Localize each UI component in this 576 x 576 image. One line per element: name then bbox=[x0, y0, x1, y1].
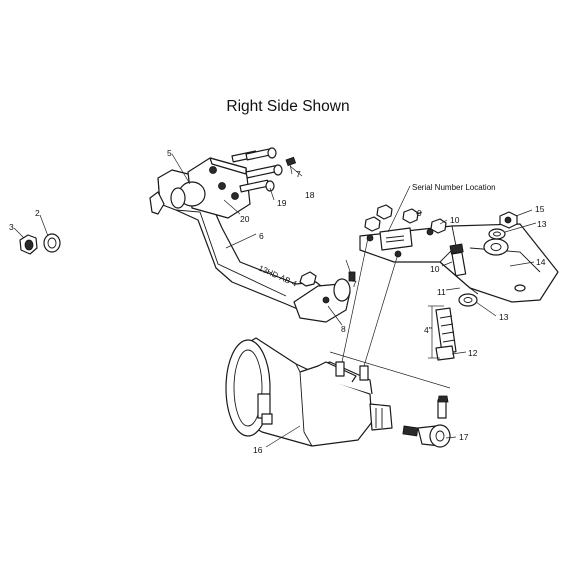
part-3-hex-nut bbox=[19, 234, 38, 255]
callout-9: 9 bbox=[417, 208, 422, 218]
part-2-washer bbox=[43, 233, 61, 253]
callout-13-lower: 13 bbox=[499, 312, 509, 322]
part-15-nut bbox=[499, 211, 518, 229]
part-12-threaded-rod bbox=[435, 307, 457, 361]
dimension-label: 4" bbox=[424, 325, 432, 335]
stud-line-2 bbox=[363, 253, 399, 367]
part-18-bolts bbox=[231, 147, 297, 193]
callout-15: 15 bbox=[535, 204, 545, 214]
callout-8: 8 bbox=[341, 324, 346, 334]
part-8-clamp-bracket bbox=[293, 271, 356, 323]
part-16-actuator bbox=[225, 337, 393, 447]
part-9-nuts bbox=[364, 204, 447, 234]
callout-19: 19 bbox=[277, 198, 287, 208]
serial-number-label: Serial Number Location bbox=[412, 183, 496, 192]
callout-18: 18 bbox=[305, 190, 315, 200]
callout-10-top: 10 bbox=[450, 215, 460, 225]
callout-7-top: 7 bbox=[296, 169, 301, 179]
callout-20: 20 bbox=[240, 214, 250, 224]
callout-10-lower: 10 bbox=[430, 264, 440, 274]
dimension-4in: 4" bbox=[424, 305, 444, 359]
stud-line-1 bbox=[341, 237, 369, 363]
part-11-bolt bbox=[449, 243, 467, 277]
callout-14: 14 bbox=[536, 257, 546, 267]
callout-2: 2 bbox=[35, 208, 40, 218]
part-13-washer-top bbox=[488, 228, 506, 240]
callout-13-top: 13 bbox=[537, 219, 547, 229]
guide-line bbox=[329, 351, 451, 389]
callout-16: 16 bbox=[253, 445, 263, 455]
callout-5: 5 bbox=[167, 148, 172, 158]
part-5-mount-block bbox=[170, 157, 251, 219]
leader-lines bbox=[13, 153, 537, 448]
diagram-title: Right Side Shown bbox=[226, 98, 350, 115]
callout-12: 12 bbox=[468, 348, 478, 358]
part-13-washer-lower bbox=[458, 293, 478, 307]
callout-7-lower: 7 bbox=[352, 279, 357, 289]
callout-11: 11 bbox=[437, 287, 446, 297]
callout-17: 17 bbox=[459, 432, 469, 442]
callout-3: 3 bbox=[9, 222, 14, 232]
callout-6: 6 bbox=[259, 231, 264, 241]
callouts: 3 2 5 7 18 19 20 6 7 8 Serial Number Loc… bbox=[9, 148, 547, 455]
part-17-rod-end bbox=[402, 395, 451, 448]
